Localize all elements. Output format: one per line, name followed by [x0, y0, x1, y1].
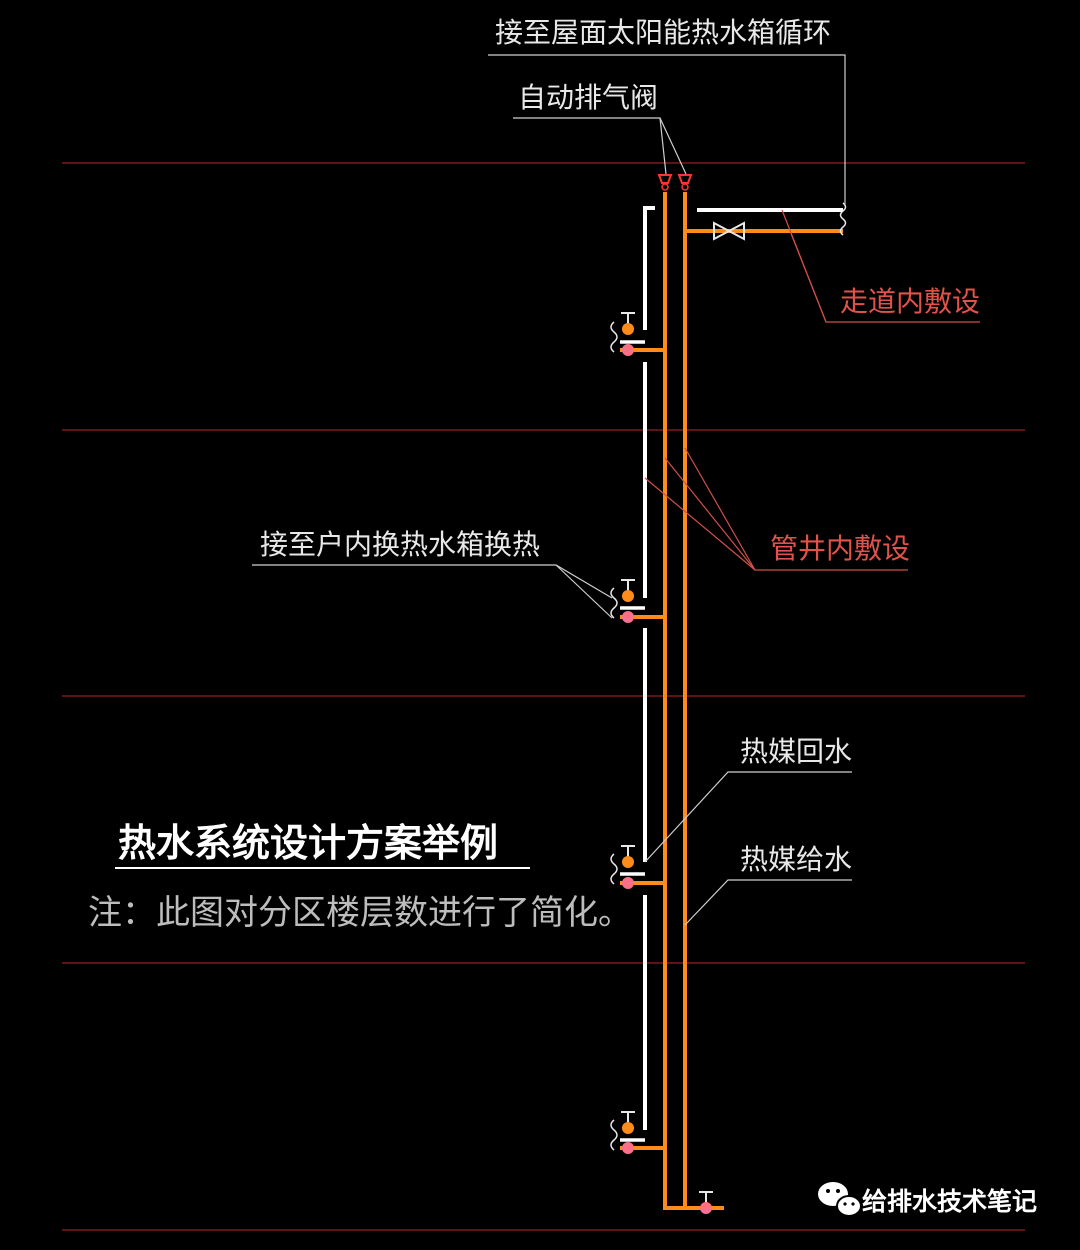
note-text: 注：此图对分区楼层数进行了简化。 [88, 893, 632, 933]
leader-shaft-3 [684, 447, 756, 571]
page-title: 热水系统设计方案举例 [118, 821, 498, 865]
valve-dot [622, 856, 634, 868]
air-vent-valves [657, 174, 693, 191]
air-vent-valve [657, 174, 673, 191]
valve-dot [700, 1202, 712, 1214]
leader-return [644, 771, 852, 863]
label-air-valve: 自动排气阀 [518, 81, 658, 114]
valve-dot [622, 344, 634, 356]
branch-valve-floor-3 [610, 579, 635, 623]
brand-name: 给排水技术笔记 [862, 1187, 1037, 1216]
branch-valve-floor-2 [610, 845, 635, 889]
leader-shaft-2 [664, 457, 756, 571]
return-riser [643, 206, 843, 1130]
branch-valve-floor-1 [610, 1111, 635, 1154]
leader-supply [684, 879, 852, 926]
label-corridor-laying: 走道内敷设 [840, 285, 980, 318]
leader-air-valve-2 [659, 117, 687, 175]
label-shaft-laying: 管井内敷设 [770, 532, 910, 565]
label-roof-circulation: 接至屋面太阳能热水箱循环 [495, 16, 831, 49]
air-vent-valve [677, 174, 693, 191]
return-branches [620, 340, 645, 1142]
gate-valve [713, 221, 745, 241]
red-leaders [644, 209, 980, 571]
supply-riser [620, 192, 843, 1210]
return-pipe-top [643, 206, 655, 330]
drain-valve [699, 1191, 713, 1214]
wechat-icon [818, 1182, 862, 1217]
valve-dot [622, 1122, 634, 1134]
valve-dot [622, 323, 634, 335]
branch-valves [610, 312, 635, 1154]
leader-household [252, 564, 613, 599]
leader-corridor-2 [789, 230, 827, 323]
branch-valve-floor-4 [610, 312, 635, 356]
valve-dot [622, 611, 634, 623]
label-medium-supply: 热媒给水 [740, 843, 852, 876]
leader-air-valve [513, 117, 667, 175]
valve-dot [622, 590, 634, 602]
valve-dot [622, 877, 634, 889]
leader-roof-circulation [488, 54, 846, 205]
label-household-exchange: 接至户内换热水箱换热 [260, 528, 540, 561]
brand-badge: 给排水技术笔记 [818, 1182, 1037, 1217]
floor-lines [62, 162, 1025, 1231]
label-medium-return: 热媒回水 [740, 735, 852, 768]
white-leaders [252, 54, 852, 926]
leader-household-2 [555, 564, 613, 619]
pipe-break-marks [839, 202, 847, 236]
valve-dot [622, 1142, 634, 1154]
